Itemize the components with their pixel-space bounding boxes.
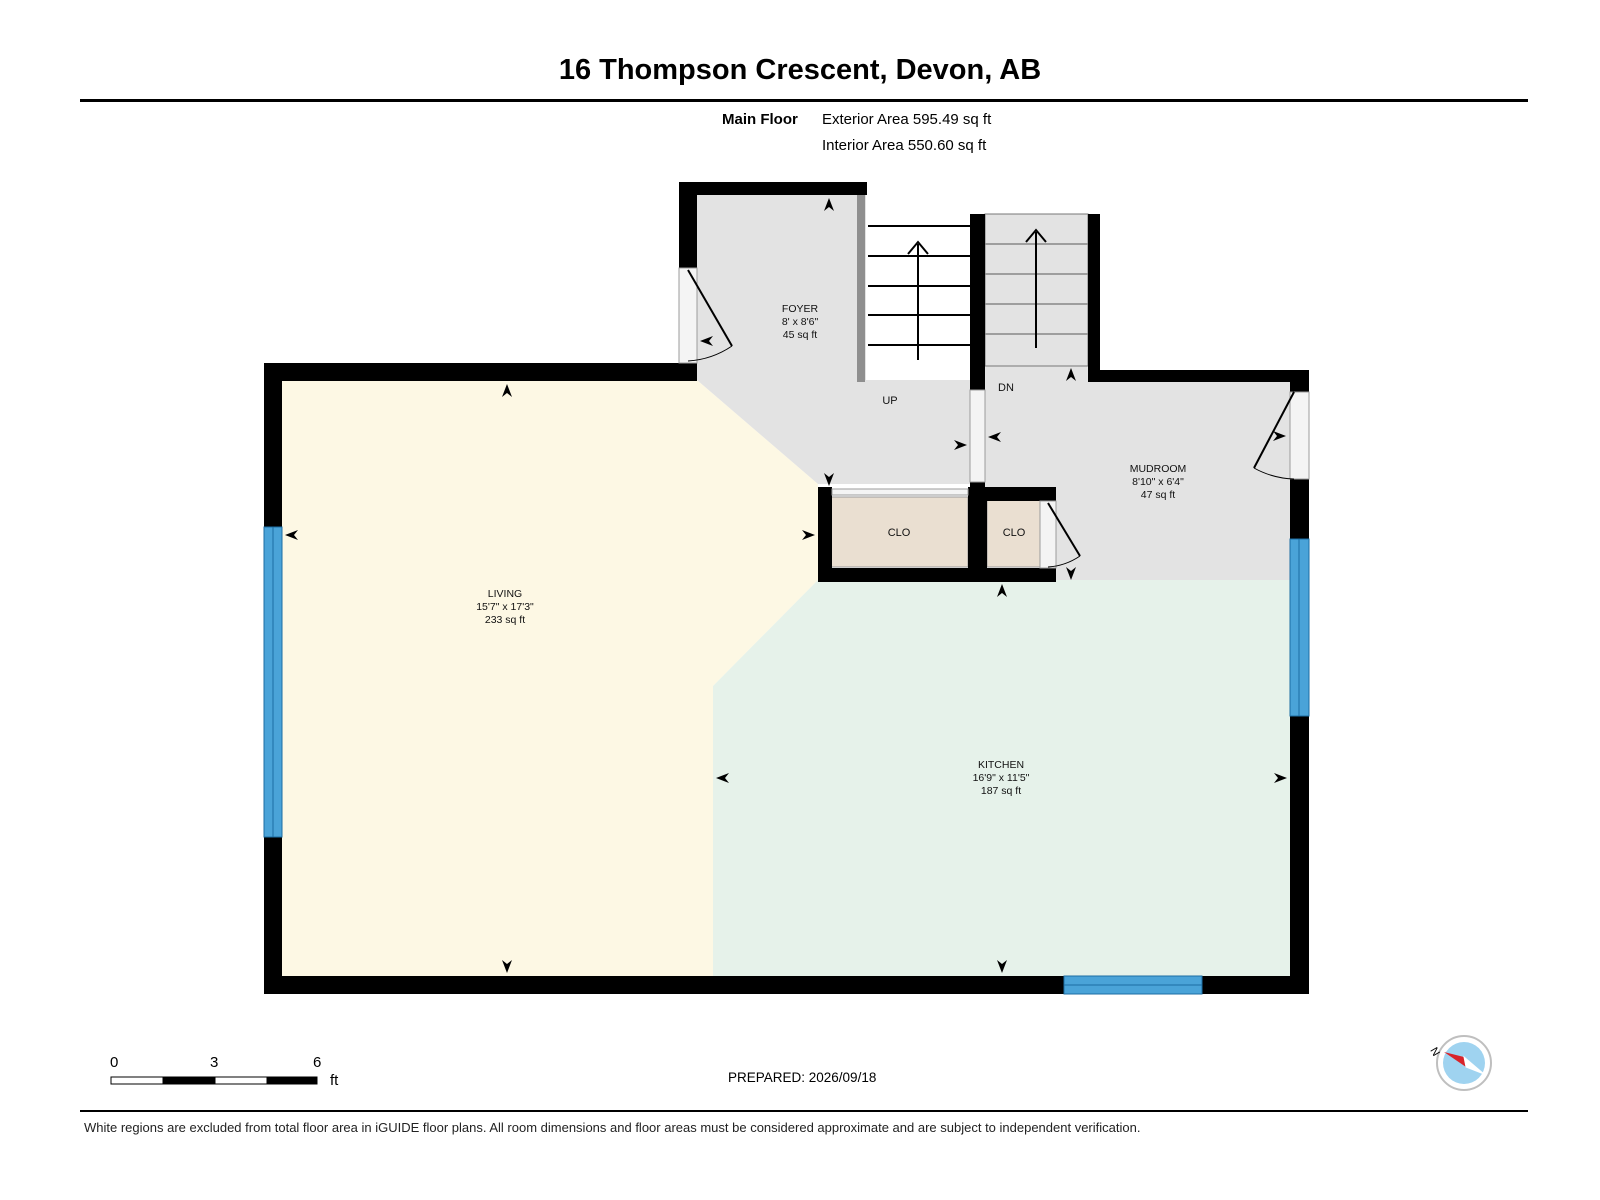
stairs-up-label: UP <box>882 395 897 407</box>
foyer-door-leaf <box>687 269 733 347</box>
kitchen-name: KITCHEN <box>978 759 1024 771</box>
footer-rule <box>80 1110 1528 1112</box>
mudroom-fill <box>970 366 1290 580</box>
kitchen-label: KITCHEN 16'9" x 11'5" 187 sq ft <box>973 759 1030 797</box>
closet-1-label: CLO <box>888 527 911 539</box>
exterior-area: Exterior Area 595.49 sq ft <box>822 111 992 128</box>
window-lines <box>272 527 1300 986</box>
living-room-fill <box>282 380 818 976</box>
foyer-area: 45 sq ft <box>783 329 818 341</box>
stairs-up <box>868 225 970 360</box>
foyer-name: FOYER <box>782 303 819 315</box>
mudroom-label: MUDROOM 8'10" x 6'4" 47 sq ft <box>1130 463 1187 501</box>
stairs-down <box>984 213 1089 367</box>
plan-title: 16 Thompson Crescent, Devon, AB <box>558 54 1042 86</box>
mudroom-area: 47 sq ft <box>1141 489 1176 501</box>
scale-tick-0: 0 <box>110 1054 119 1071</box>
scale-tick-3: 3 <box>210 1054 219 1071</box>
interior-area: Interior Area 550.60 sq ft <box>822 137 987 154</box>
living-label: LIVING 15'7" x 17'3" 233 sq ft <box>476 588 534 626</box>
living-dims: 15'7" x 17'3" <box>476 601 534 613</box>
closet-door-leaf <box>1047 502 1081 557</box>
scale-bar <box>110 1076 318 1085</box>
compass-icon: N <box>1427 1035 1492 1091</box>
foyer-dims: 8' x 8'6" <box>782 316 819 328</box>
mudroom-door-leaf <box>1253 391 1295 469</box>
scale-tick-6: 6 <box>313 1054 322 1071</box>
foyer-fill <box>697 195 970 484</box>
mudroom-dims: 8'10" x 6'4" <box>1132 476 1184 488</box>
dimension-arrows <box>285 198 1287 973</box>
living-area: 233 sq ft <box>485 614 525 626</box>
kitchen-area: 187 sq ft <box>981 785 1021 797</box>
foyer-label: FOYER 8' x 8'6" 45 sq ft <box>782 303 819 341</box>
scale-unit: ft <box>330 1072 339 1089</box>
closet-2-fill <box>986 496 1044 568</box>
kitchen-fill <box>713 580 1290 976</box>
kitchen-dims: 16'9" x 11'5" <box>973 772 1030 784</box>
doors <box>687 269 1295 568</box>
mudroom-name: MUDROOM <box>1130 463 1187 475</box>
prepared-date: PREPARED: 2026/09/18 <box>728 1070 877 1085</box>
stair-rail <box>857 195 865 382</box>
living-name: LIVING <box>488 588 522 600</box>
closet-1-fill <box>829 496 969 568</box>
partitions <box>678 267 1310 569</box>
closet-2-label: CLO <box>1003 527 1026 539</box>
floor-name: Main Floor <box>722 111 798 128</box>
stairs-down-label: DN <box>998 382 1014 394</box>
header-rule <box>80 99 1528 102</box>
disclaimer: White regions are excluded from total fl… <box>84 1120 1141 1135</box>
walls <box>264 182 1309 994</box>
